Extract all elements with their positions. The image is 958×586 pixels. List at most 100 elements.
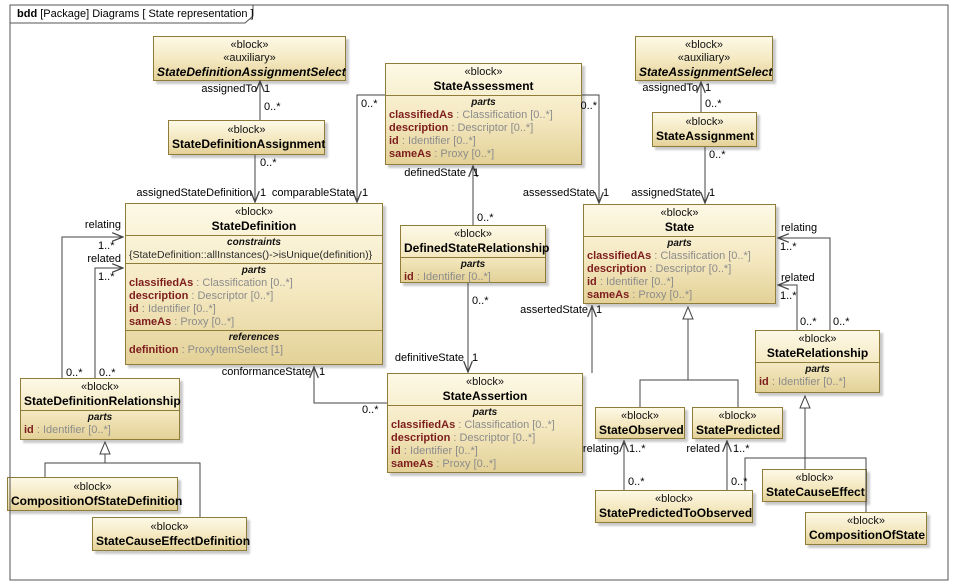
attribute: description : Descriptor [0..*] — [389, 122, 534, 134]
compartment-label: constraints — [227, 237, 281, 248]
edge-label: assessedState — [522, 187, 595, 199]
edge-label: 0..* — [705, 98, 722, 110]
attribute: classifiedAs : Classification [0..*] — [391, 419, 555, 431]
block-state-definition-relationship[interactable]: «block» StateDefinitionRelationship part… — [20, 378, 181, 440]
gen-state-branches[interactable] — [639, 379, 739, 407]
edge-label: 1 — [264, 83, 271, 95]
attribute: description : Descriptor [0..*] — [391, 432, 536, 444]
compartment-label: parts — [241, 265, 267, 276]
stereotype: «block» — [685, 39, 723, 51]
block-name: StateCauseEffect — [766, 485, 865, 499]
parts-compartment: parts classifiedAs : Classification [0..… — [584, 236, 775, 303]
block-name: DefinedStateRelationship — [404, 241, 550, 255]
block-state-relationship[interactable]: «block» StateRelationship parts id : Ide… — [755, 330, 880, 393]
parts-compartment: parts classifiedAs : Classification [0..… — [386, 95, 581, 164]
parts-compartment: parts classifiedAs : Classification [0..… — [126, 263, 382, 330]
attribute: classifiedAs : Classification [0..*] — [129, 277, 293, 289]
stereotype: «block» — [655, 493, 693, 505]
block-name: StateDefinitionRelationship — [24, 394, 181, 408]
attribute: sameAs : Proxy [0..*] — [587, 289, 693, 301]
stereotype: «block» — [454, 228, 492, 240]
edge-label: 1..* — [98, 271, 115, 283]
block-name: StateDefinitionAssignment — [172, 137, 326, 151]
block-state-definition-assignment[interactable]: «block» StateDefinitionAssignment — [168, 120, 325, 155]
edge-label: related — [686, 443, 720, 455]
block-state-observed[interactable]: «block» StateObserved — [595, 407, 685, 439]
edge-label: assertedState — [520, 304, 588, 316]
stereotype: «block» — [621, 409, 659, 422]
parts-compartment: parts classifiedAs : Classification [0..… — [388, 405, 582, 472]
edge-label: 0..* — [264, 101, 281, 113]
block-state-assignment-select[interactable]: «block» «auxiliary» StateAssignmentSelec… — [635, 36, 773, 81]
compartment-label: parts — [471, 97, 496, 108]
compartment-label: parts — [667, 238, 692, 249]
block-name: State — [664, 220, 695, 234]
block-state-cause-effect-definition[interactable]: «block» StateCauseEffectDefinition — [92, 517, 251, 551]
block-state-definition-assignment-select[interactable]: «block» «auxiliary» StateDefinitionAssig… — [153, 36, 346, 81]
block-name: StateAssignmentSelect — [639, 65, 773, 79]
assoc-comparable-state[interactable] — [357, 94, 385, 202]
compartment-label: parts — [805, 364, 830, 375]
constraint-text: {StateDefinition::allInstances()->isUniq… — [129, 249, 373, 261]
edge-label: 0..* — [66, 367, 83, 379]
compartment-label: parts — [472, 407, 498, 418]
block-state-assignment[interactable]: «block» StateAssignment — [652, 112, 757, 147]
diagram-title: bdd [Package] Diagrams [ State represent… — [17, 8, 254, 21]
stereotype: «block» — [150, 520, 189, 533]
block-name: StateAssignment — [656, 129, 755, 143]
block-state-assertion[interactable]: «block» StateAssertion parts classifiedA… — [387, 373, 583, 473]
block-name: StateAssessment — [433, 79, 534, 93]
attribute: classifiedAs : Classification [0..*] — [389, 109, 553, 121]
block-name: StateDefinition — [211, 219, 297, 233]
block-state-predicted-to-observed[interactable]: «block» StatePredictedToObserved — [595, 490, 753, 523]
edge-label: 0..* — [260, 157, 277, 169]
block-name: StateAssertion — [442, 389, 528, 403]
stereotype: «block» — [81, 381, 119, 393]
block-name: StateCauseEffectDefinition — [96, 533, 251, 548]
edge-label: 1..* — [733, 443, 750, 455]
attribute: description : Descriptor [0..*] — [587, 263, 732, 275]
stereotype: «block» — [73, 480, 112, 493]
edge-label: definedState — [404, 167, 466, 179]
edge-label: 1..* — [629, 443, 646, 455]
edge-label: assignedState — [631, 187, 701, 199]
block-state-predicted[interactable]: «block» StatePredicted — [692, 407, 783, 439]
edge-label: 0..* — [477, 212, 494, 224]
block-composition-of-state-definition[interactable]: «block» CompositionOfStateDefinition — [7, 477, 182, 511]
block-name: StatePredictedToObserved — [599, 506, 753, 520]
edge-label: 1 — [319, 366, 326, 378]
edge-label: 0..* — [800, 316, 817, 328]
block-composition-of-state[interactable]: «block» CompositionOfState — [805, 512, 927, 545]
stereotype: «block» — [660, 207, 699, 219]
references-compartment: references definition : ProxyItemSelect … — [126, 330, 382, 364]
stereotype: «block» — [230, 39, 269, 51]
stereotype: «block» — [227, 124, 266, 136]
attribute: id : Identifier [0..*] — [389, 135, 476, 147]
assoc-related-definition[interactable] — [94, 268, 123, 378]
block-state-definition[interactable]: «block» StateDefinition constraints {Sta… — [125, 203, 383, 365]
edge-label: assignedTo — [642, 82, 698, 94]
edge-label: 1..* — [780, 290, 797, 302]
edge-label: 0..* — [628, 476, 645, 488]
compartment-label: parts — [87, 412, 113, 423]
edge-label: 0..* — [709, 149, 726, 161]
block-defined-state-relationship[interactable]: «block» DefinedStateRelationship parts i… — [400, 225, 550, 285]
stereotype: «block» — [235, 206, 273, 218]
parts-compartment: parts id : Identifier [0..*] — [756, 362, 879, 392]
edge-label: assignedStateDefinition — [136, 187, 252, 199]
parts-compartment: parts id : Identifier [0..*] — [21, 410, 179, 439]
block-name: StateRelationship — [766, 346, 869, 360]
edge-label: conformanceState — [221, 366, 311, 378]
block-state-cause-effect[interactable]: «block» StateCauseEffect — [762, 469, 867, 502]
block-state-assessment[interactable]: «block» StateAssessment parts classified… — [385, 63, 582, 165]
block-state[interactable]: «block» State parts classifiedAs : Class… — [583, 204, 776, 304]
edge-label: 1 — [603, 187, 610, 199]
edge-label: assignedTo — [201, 83, 257, 95]
stereotype: «block» — [718, 409, 757, 422]
stereotype: «block» — [847, 515, 885, 527]
block-name: StateObserved — [599, 422, 684, 437]
attribute: id : Identifier [0..*] — [587, 276, 674, 288]
parts-compartment: parts id : Identifier [0..*] — [401, 257, 545, 285]
block-name: CompositionOfState — [809, 528, 925, 542]
edge-label: comparableState — [271, 187, 355, 199]
